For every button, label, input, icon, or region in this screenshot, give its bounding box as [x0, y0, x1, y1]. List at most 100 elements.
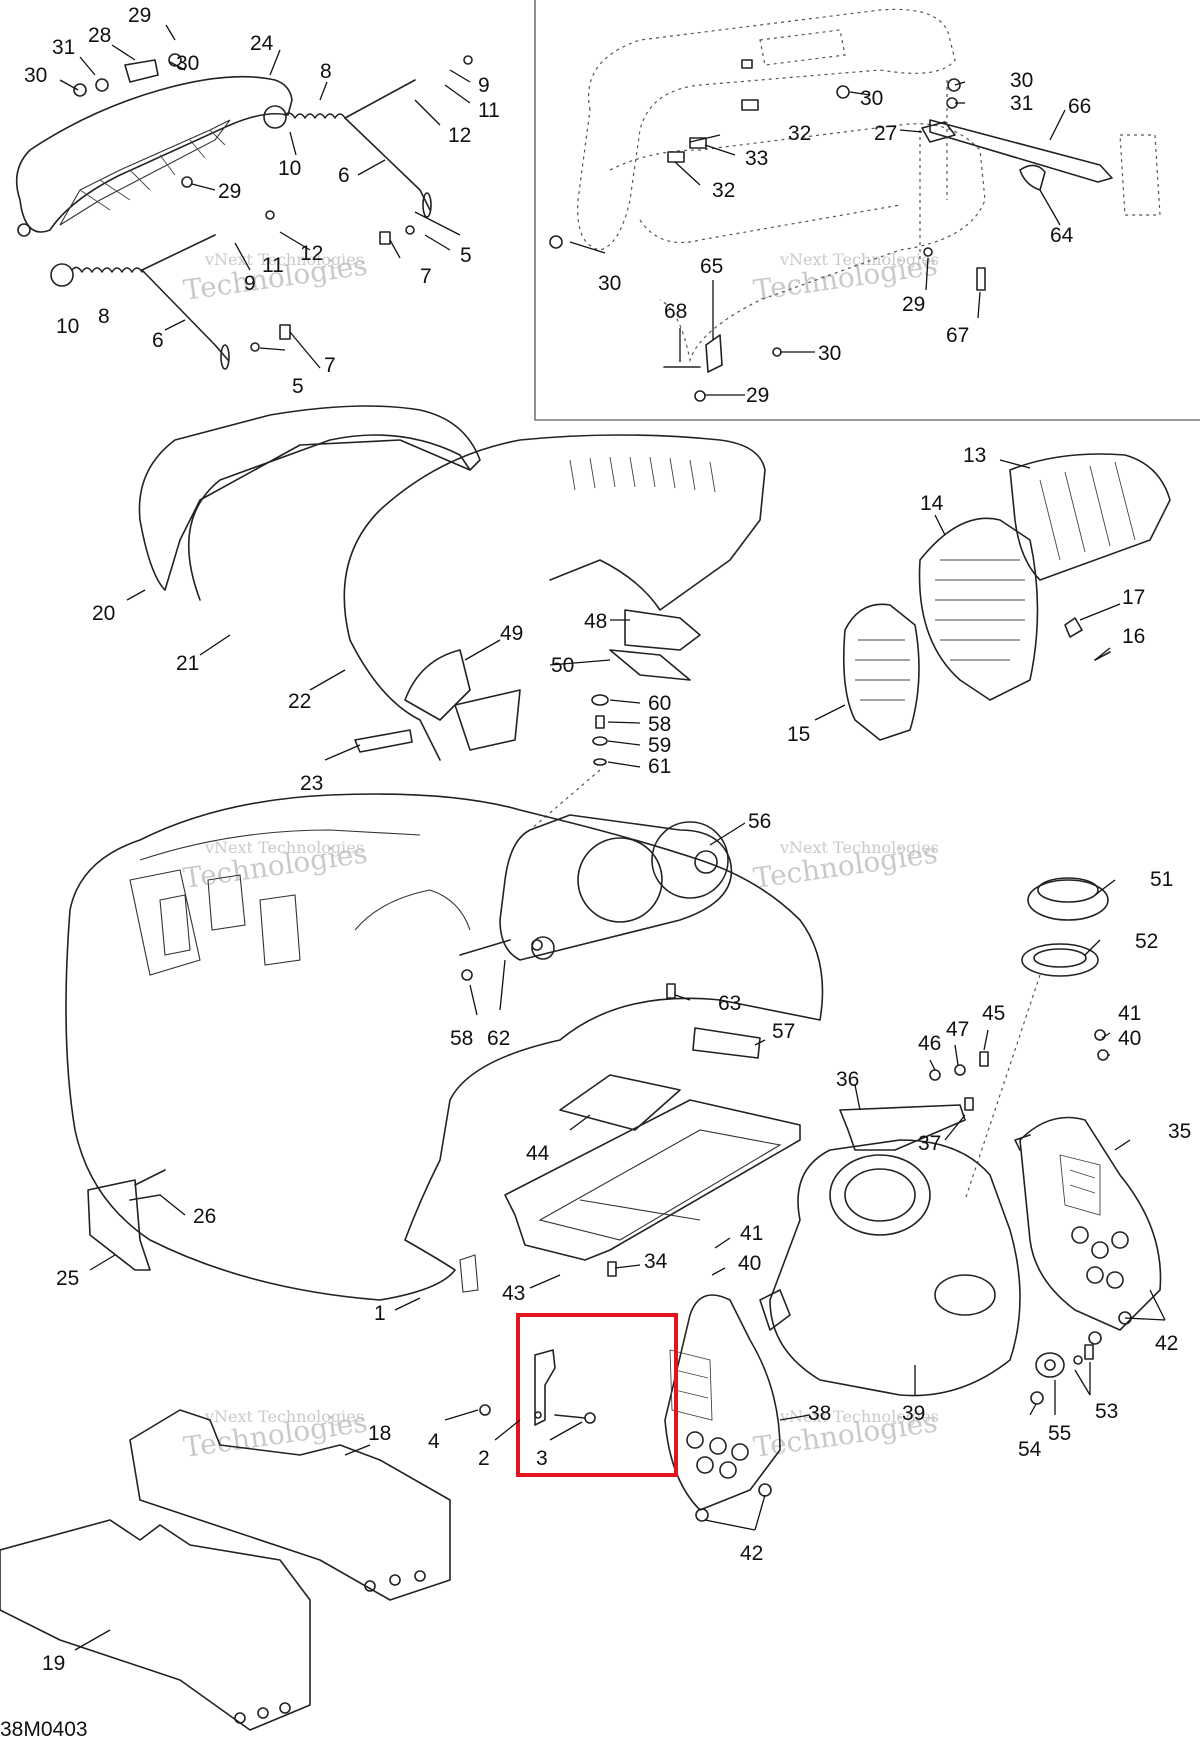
- part-27-pad: [921, 121, 956, 143]
- callout-42: 42: [740, 1542, 763, 1565]
- callout-58: 58: [648, 713, 671, 736]
- callout-45: 45: [982, 1002, 1005, 1025]
- part-66-bracket-bar: [929, 119, 1113, 183]
- part-64-clip: [1019, 164, 1046, 191]
- callout-35: 35: [1168, 1120, 1191, 1143]
- part-52-gasket: [1021, 943, 1099, 977]
- callout-29: 29: [902, 293, 925, 316]
- callout-66: 66: [1068, 95, 1091, 118]
- callout-9: 9: [478, 74, 490, 97]
- skid-plate-parts: [0, 1409, 451, 1731]
- callout-63: 63: [718, 992, 741, 1015]
- callout-41: 41: [740, 1222, 763, 1245]
- callout-30: 30: [1010, 69, 1033, 92]
- callout-15: 15: [787, 723, 810, 746]
- callout-21: 21: [176, 652, 199, 675]
- callout-20: 20: [92, 602, 115, 625]
- callout-41: 41: [1118, 1002, 1141, 1025]
- callout-18: 18: [368, 1422, 391, 1445]
- drawing-code: 38M0403: [0, 1718, 88, 1740]
- callout-36: 36: [836, 1068, 859, 1091]
- callout-28: 28: [88, 24, 111, 47]
- highlight-box: [516, 1313, 678, 1477]
- part-57-strip: [692, 1027, 761, 1059]
- callout-46: 46: [918, 1032, 941, 1055]
- callout-26: 26: [193, 1205, 216, 1228]
- callout-67: 67: [946, 324, 969, 347]
- callout-23: 23: [300, 772, 323, 795]
- callout-17: 17: [1122, 586, 1145, 609]
- part-35-panel: [1014, 1116, 1162, 1345]
- part-38-panel: [664, 1294, 781, 1522]
- callout-34: 34: [644, 1250, 668, 1273]
- leader-lines: [59, 24, 1166, 1651]
- callout-59: 59: [648, 734, 671, 757]
- callout-24: 24: [250, 32, 274, 55]
- part-48-housing: [624, 609, 701, 651]
- inset-hardware: [549, 59, 986, 402]
- watermark-text: vNext Technologies: [204, 838, 364, 857]
- callout-39: 39: [902, 1402, 925, 1425]
- callout-6: 6: [338, 164, 350, 187]
- callout-40: 40: [1118, 1027, 1141, 1050]
- callout-52: 52: [1135, 930, 1158, 953]
- callout-58: 58: [450, 1027, 473, 1050]
- callout-38: 38: [808, 1402, 831, 1425]
- latch-parts-2-3-4: [479, 1349, 596, 1426]
- callout-48: 48: [584, 610, 607, 633]
- callout-32: 32: [788, 122, 811, 145]
- callout-60: 60: [648, 692, 671, 715]
- callout-10: 10: [56, 315, 79, 338]
- callout-57: 57: [772, 1020, 795, 1043]
- part-1-hood: [65, 793, 824, 1301]
- callout-30: 30: [860, 87, 883, 110]
- callout-7: 7: [324, 354, 336, 377]
- part-25-bracket: [87, 1179, 151, 1271]
- callout-3: 3: [536, 1447, 548, 1470]
- callout-54: 54: [1018, 1438, 1042, 1461]
- callout-62: 62: [487, 1027, 510, 1050]
- callout-19: 19: [42, 1652, 65, 1675]
- callout-22: 22: [288, 690, 311, 713]
- callout-29: 29: [128, 4, 151, 27]
- watermark-text: vNext Technologies: [204, 250, 364, 269]
- part-50-strip: [609, 649, 691, 681]
- callout-49: 49: [500, 622, 523, 645]
- callout-12: 12: [448, 124, 471, 147]
- part-24-bracket: [15, 59, 293, 237]
- latch-hardware: [1030, 1344, 1094, 1405]
- callout-30: 30: [24, 64, 47, 87]
- callout-1: 1: [374, 1302, 386, 1325]
- callout-14: 14: [920, 492, 944, 515]
- part-49-vent: [404, 649, 471, 721]
- part-39-cover: [759, 1139, 1021, 1397]
- watermark-group: vNext Technologies Technologies vNext Te…: [181, 248, 939, 1463]
- callout-55: 55: [1048, 1422, 1071, 1445]
- part-43-tray: [504, 1099, 801, 1261]
- callout-16: 16: [1122, 625, 1145, 648]
- callout-13: 13: [963, 444, 986, 467]
- callout-29: 29: [746, 384, 769, 407]
- callout-5: 5: [460, 244, 472, 267]
- windshield-parts: [138, 405, 766, 761]
- callout-8: 8: [98, 305, 110, 328]
- callout-44: 44: [526, 1142, 550, 1165]
- callout-29: 29: [218, 180, 241, 203]
- callout-64: 64: [1050, 224, 1074, 247]
- callout-8: 8: [320, 60, 332, 83]
- callout-31: 31: [52, 36, 75, 59]
- callout-51: 51: [1150, 868, 1173, 891]
- callout-30: 30: [818, 342, 841, 365]
- bumper-assembly: [577, 8, 1161, 363]
- callout-9: 9: [244, 272, 256, 295]
- callout-65: 65: [700, 255, 723, 278]
- spring-assembly: [50, 53, 473, 370]
- callout-11: 11: [262, 254, 284, 277]
- callout-5: 5: [292, 375, 304, 398]
- part-56-console: [459, 814, 733, 999]
- callout-27: 27: [874, 122, 897, 145]
- callout-56: 56: [748, 810, 771, 833]
- watermark-text: vNext Technologies: [204, 1407, 364, 1426]
